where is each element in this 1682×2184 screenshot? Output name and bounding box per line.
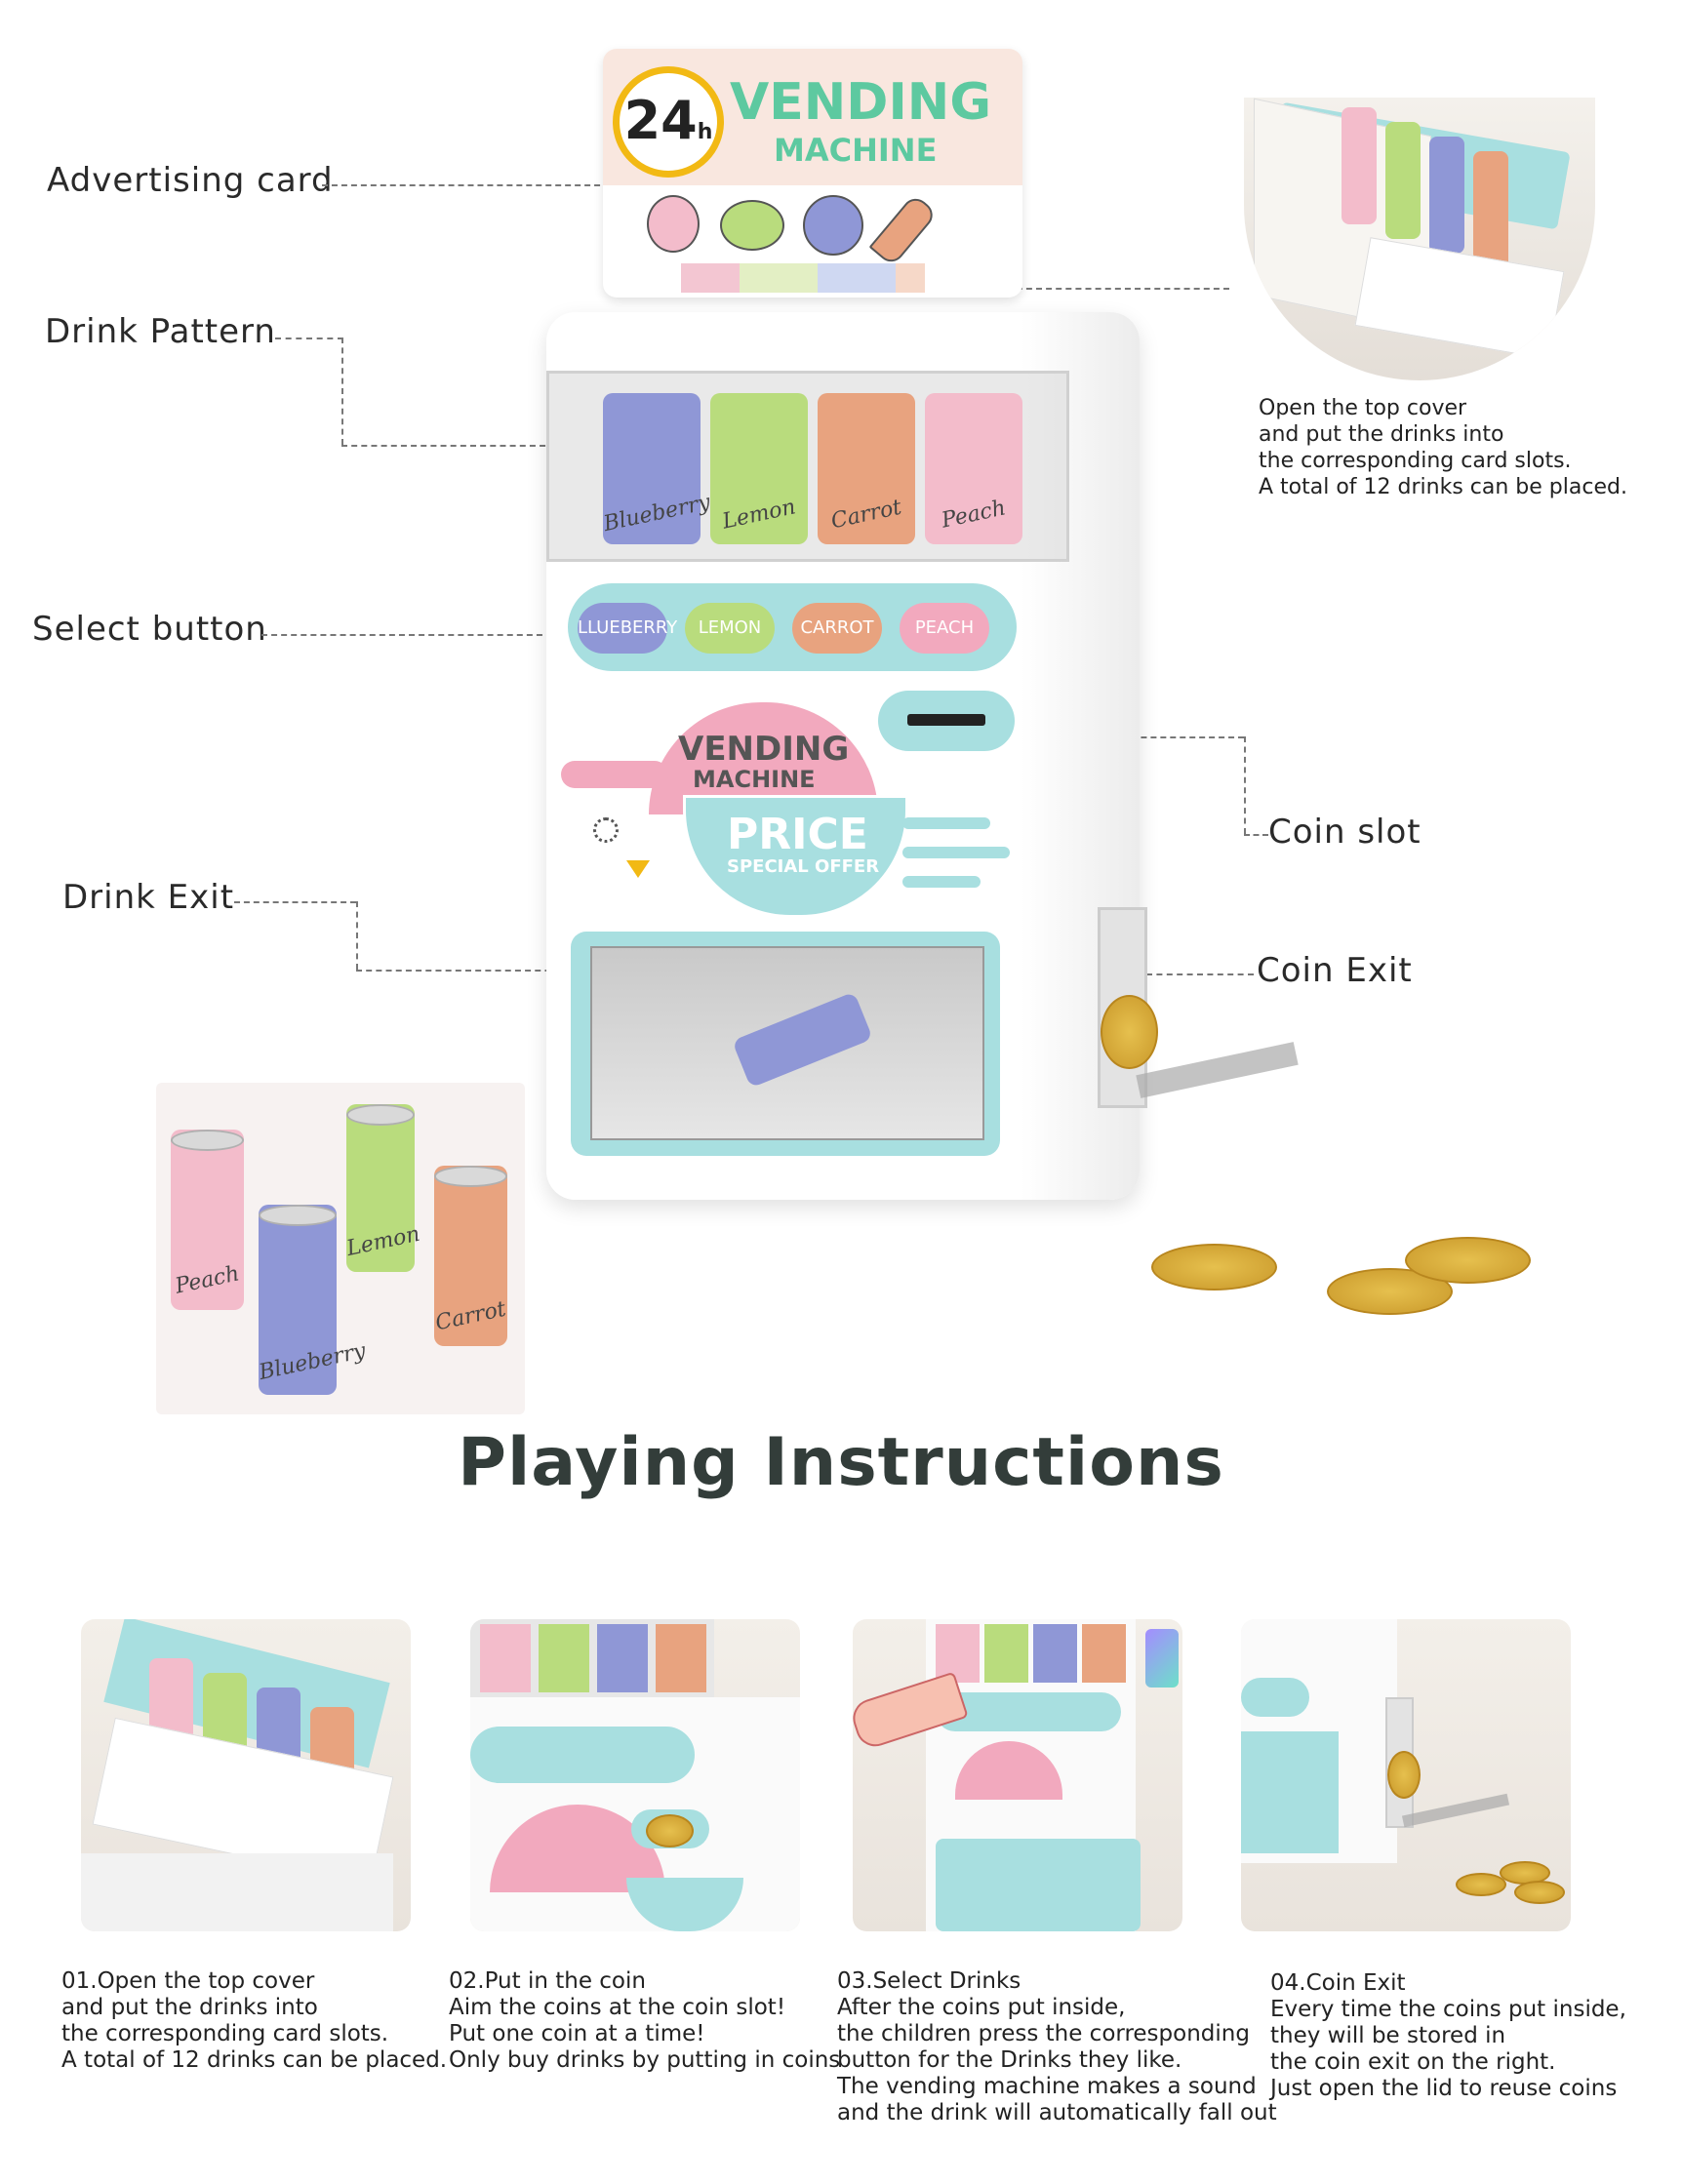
step-line: Aim the coins at the coin slot!	[449, 1995, 786, 2020]
step-line: the corresponding card slots.	[61, 2021, 389, 2046]
can-peach: Peach	[171, 1130, 244, 1310]
note-line: and put the drinks into	[1259, 422, 1504, 447]
step-line: After the coins put inside,	[837, 1995, 1126, 2020]
can-label: Peach	[173, 1261, 242, 1299]
can-carrot: Carrot	[433, 1166, 508, 1346]
step-2-text: 02.Put in the coin Aim the coins at the …	[449, 1968, 840, 2074]
note-line: the corresponding card slots.	[1259, 449, 1572, 473]
blueberry-icon	[803, 195, 863, 256]
leader-line	[849, 288, 1229, 290]
step-line: and put the drinks into	[61, 1995, 318, 2020]
callout-advertising-card: Advertising card	[47, 161, 334, 200]
advertising-card: 24h VENDING MACHINE	[603, 49, 1022, 298]
note-line: Open the top cover	[1259, 396, 1467, 420]
badge-text: 24	[623, 90, 698, 151]
step-3-text: 03.Select Drinks After the coins put ins…	[837, 1968, 1277, 2126]
drink-display-window: Blueberry Lemon Carrot Peach	[546, 371, 1069, 562]
coin	[1101, 995, 1158, 1069]
select-button-peach[interactable]: PEACH	[900, 603, 989, 654]
panel-title: VENDING	[678, 730, 850, 769]
dotted-circle-icon	[593, 817, 619, 843]
playing-instructions-title: Playing Instructions	[458, 1424, 1224, 1501]
drink-carrot: Carrot	[818, 393, 915, 544]
step-heading: 01.Open the top cover	[61, 1968, 315, 1994]
step-heading: 02.Put in the coin	[449, 1968, 646, 1994]
leader-line	[356, 901, 358, 970]
step-line: button for the Drinks they like.	[837, 2047, 1182, 2073]
can-blueberry: Blueberry	[257, 1205, 369, 1395]
leader-line	[261, 634, 552, 636]
24h-badge-icon: 24h	[613, 66, 724, 178]
step-line: The vending machine makes a sound	[837, 2074, 1257, 2099]
coin	[1151, 1244, 1277, 1291]
drink-label: Peach	[939, 496, 1009, 534]
sign-title: VENDING	[730, 73, 991, 132]
step-1-image	[81, 1619, 411, 1931]
top-cover-detail-image	[1244, 98, 1595, 380]
step-3-image	[853, 1619, 1182, 1931]
select-button-lemon[interactable]: LEMON	[685, 603, 775, 654]
carrot-icon	[868, 193, 939, 267]
step-line: Every time the coins put inside,	[1270, 1997, 1626, 2022]
panel-subtitle: MACHINE	[693, 766, 816, 793]
drink-label: Carrot	[828, 495, 904, 535]
leader-line	[356, 970, 581, 972]
step-line: the coin exit on the right.	[1270, 2049, 1556, 2075]
leader-line	[1244, 834, 1268, 836]
loose-cans-image: Peach Lemon Blueberry Carrot	[156, 1083, 525, 1414]
music-notes-icon	[1145, 1629, 1179, 1688]
lemon-icon	[720, 200, 784, 251]
step-heading: 03.Select Drinks	[837, 1968, 1021, 1994]
leader-line	[1146, 973, 1254, 975]
coin-slot[interactable]	[878, 691, 1015, 751]
can-lemon: Lemon	[344, 1104, 422, 1272]
callout-coin-exit: Coin Exit	[1257, 951, 1413, 990]
price-text: PRICE	[727, 810, 868, 859]
callout-select-button: Select button	[32, 610, 267, 649]
step-line: they will be stored in	[1270, 2023, 1506, 2048]
leader-line	[1244, 736, 1246, 834]
callout-coin-slot: Coin slot	[1268, 813, 1422, 852]
sign-subtitle: MACHINE	[774, 132, 938, 169]
can-label: Lemon	[344, 1221, 422, 1262]
badge-sub: h	[697, 120, 713, 144]
note-line: A total of 12 drinks can be placed.	[1259, 475, 1627, 499]
leader-line	[322, 184, 620, 186]
callout-drink-pattern: Drink Pattern	[45, 312, 276, 351]
leader-line	[341, 445, 605, 447]
drink-exit[interactable]	[571, 932, 1000, 1156]
offer-text: SPECIAL OFFER	[727, 856, 880, 877]
step-line: the children press the corresponding	[837, 2021, 1250, 2046]
step-line: Just open the lid to reuse coins	[1270, 2076, 1618, 2101]
can-label: Carrot	[433, 1296, 508, 1336]
peach-icon	[647, 195, 700, 253]
leader-line	[275, 338, 343, 339]
triangle-icon	[626, 860, 650, 878]
select-button-blueberry[interactable]: LLUEBERRY	[578, 603, 677, 654]
drink-peach: Peach	[925, 393, 1022, 544]
drink-label: Lemon	[720, 495, 798, 535]
step-line: A total of 12 drinks can be placed.	[61, 2047, 448, 2073]
callout-drink-exit: Drink Exit	[62, 878, 235, 917]
drink-label: Blueberry	[601, 490, 713, 537]
coin	[1405, 1237, 1531, 1284]
coin-exit-lid	[1136, 1042, 1299, 1098]
step-1-text: 01.Open the top cover and put the drinks…	[61, 1968, 447, 2074]
drink-lemon: Lemon	[710, 393, 808, 544]
can-label: Blueberry	[257, 1338, 369, 1386]
step-4-text: 04.Coin Exit Every time the coins put in…	[1270, 1970, 1626, 2102]
leader-line	[341, 338, 343, 445]
drink-blueberry: Blueberry	[601, 393, 713, 544]
leader-line	[234, 901, 356, 903]
step-4-image	[1241, 1619, 1571, 1931]
step-2-image	[470, 1619, 800, 1931]
top-cover-note: Open the top cover and put the drinks in…	[1259, 395, 1627, 500]
select-button-carrot[interactable]: CARROT	[792, 603, 882, 654]
step-line: Put one coin at a time!	[449, 2021, 705, 2046]
step-line: Only buy drinks by putting in coins	[449, 2047, 841, 2073]
step-line: and the drink will automatically fall ou…	[837, 2100, 1277, 2125]
step-heading: 04.Coin Exit	[1270, 1970, 1406, 1996]
